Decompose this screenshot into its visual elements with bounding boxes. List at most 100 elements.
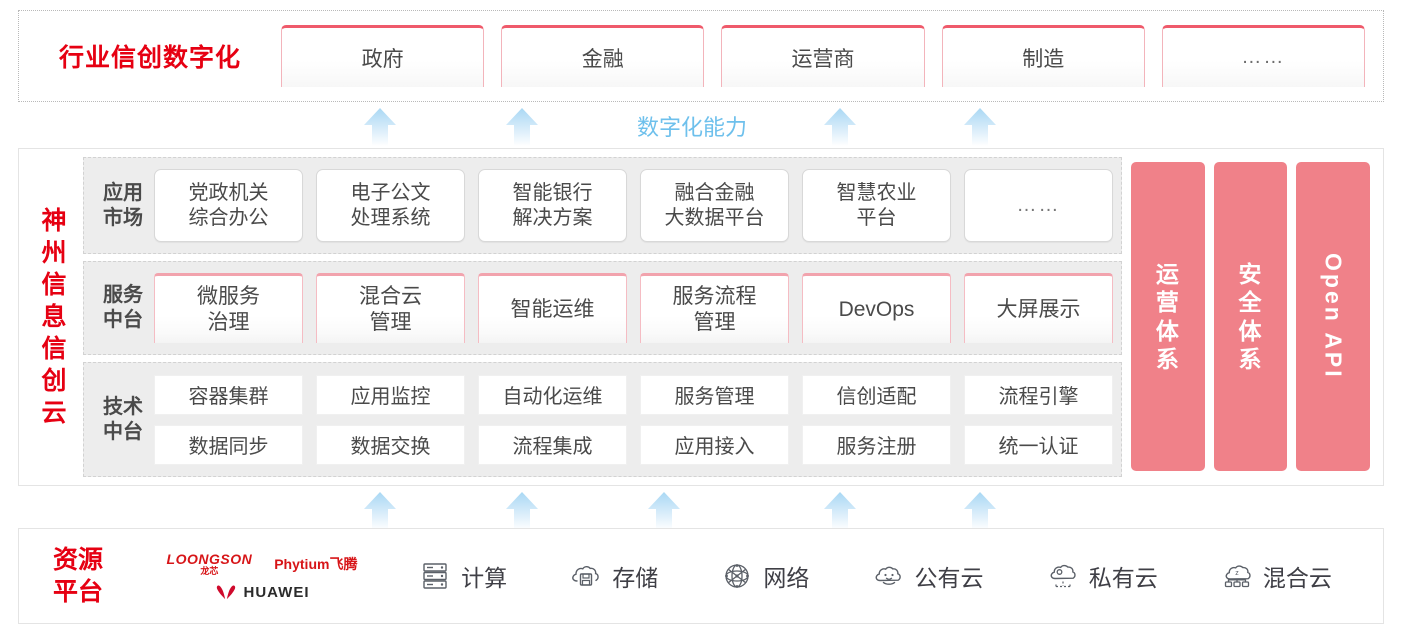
- pillar-label: Open API: [1320, 253, 1347, 380]
- card-line: 平台: [856, 206, 897, 229]
- app-card-finance-bigdata-platform[interactable]: 融合金融大数据平台: [640, 169, 789, 242]
- layer-service-platform: 服务 中台 微服务治理 混合云管理 智能运维: [83, 261, 1122, 355]
- pillar-char: 体: [1238, 317, 1263, 344]
- tech-card-data-exchange[interactable]: 数据交换: [316, 424, 465, 465]
- resource-arrow-strip: [0, 488, 1402, 530]
- card-line: 党政机关: [188, 181, 269, 204]
- service-card-intelligent-ops[interactable]: 智能运维: [478, 273, 627, 343]
- up-arrow-icon-b0: [364, 492, 396, 530]
- resource-item-label: 私有云: [1088, 565, 1158, 591]
- application-market-items: 党政机关综合办公 电子公文处理系统 智能银行解决方案 融合金融大数据平台 智慧农: [154, 169, 1113, 242]
- app-card-party-government-office[interactable]: 党政机关综合办公: [154, 169, 303, 242]
- industry-box-carrier[interactable]: 运营商: [721, 25, 925, 87]
- capability-up-arrow-1: [358, 108, 402, 146]
- app-card-more[interactable]: ……: [964, 169, 1113, 242]
- layer-label-service-platform: 服务 中台: [92, 283, 154, 333]
- industry-box-manufacturing[interactable]: 制造: [941, 25, 1145, 87]
- tech-card-service-registry[interactable]: 服务注册: [802, 424, 951, 465]
- card-line: 解决方案: [512, 206, 593, 229]
- network-mesh-icon: [725, 564, 750, 588]
- vendor-row-bottom: HUAWEI: [215, 584, 310, 601]
- app-card-smart-agriculture-platform[interactable]: 智慧农业平台: [802, 169, 951, 242]
- card-line: 智能银行: [512, 181, 593, 204]
- pillar-char: 系: [1238, 345, 1263, 372]
- tech-card-service-management[interactable]: 服务管理: [640, 374, 789, 415]
- cloud-platform-body: 应用 市场 党政机关综合办公 电子公文处理系统 智能银行解决方案: [83, 157, 1373, 477]
- service-card-hybrid-cloud-management[interactable]: 混合云管理: [316, 273, 465, 343]
- layer-label-line: 服务: [103, 284, 143, 306]
- tech-card-process-engine[interactable]: 流程引擎: [964, 374, 1113, 415]
- app-card-e-document-system[interactable]: 电子公文处理系统: [316, 169, 465, 242]
- layer-label-technology-platform: 技术 中台: [92, 395, 154, 445]
- industry-box-label: 金融: [581, 47, 624, 71]
- pillar-open-api[interactable]: Open API: [1296, 162, 1371, 471]
- industry-box-finance[interactable]: 金融: [501, 25, 705, 87]
- huawei-flower-icon: [216, 585, 235, 600]
- app-card-smart-bank-solution[interactable]: 智能银行解决方案: [478, 169, 627, 242]
- cloud-platform-panel: 神 州 信 息 信 创 云 应用 市场 党政机关综合办公: [18, 148, 1384, 486]
- cloud-side-pillars: 运 营 体 系 安 全 体 系 Open API: [1131, 157, 1373, 477]
- huawei-logo-text: HUAWEI: [243, 583, 310, 601]
- capability-up-arrow-4: [958, 108, 1002, 146]
- tech-card-application-access[interactable]: 应用接入: [640, 424, 789, 465]
- technology-row-1: 容器集群 应用监控 自动化运维 服务管理 信创适配 流程引擎: [154, 374, 1113, 415]
- resource-item-network[interactable]: 网络: [720, 559, 809, 593]
- card-line: 融合金融: [674, 181, 755, 204]
- card-line: 管理: [693, 310, 736, 334]
- loongson-logo: LOONGSON 龙芯: [167, 552, 253, 576]
- pillar-char: 系: [1155, 345, 1180, 372]
- pillar-char: 体: [1155, 317, 1180, 344]
- svg-text:z: z: [1235, 570, 1239, 577]
- service-card-microservice-governance[interactable]: 微服务治理: [154, 273, 303, 343]
- capability-label: 数字化能力: [637, 115, 748, 140]
- vendor-logo-group: LOONGSON 龙芯 Phytium飞腾 HUAWEI: [137, 552, 387, 601]
- private-cloud-icon: [1050, 564, 1076, 588]
- tech-card-container-cluster[interactable]: 容器集群: [154, 374, 303, 415]
- tech-card-data-sync[interactable]: 数据同步: [154, 424, 303, 465]
- layer-label-application-market: 应用 市场: [92, 181, 154, 231]
- resource-title-line: 平台: [52, 578, 103, 606]
- resource-up-arrow-1: [358, 492, 402, 530]
- pillar-security-system[interactable]: 安 全 体 系: [1213, 162, 1288, 471]
- tech-card-xinchuang-adaptation[interactable]: 信创适配: [802, 374, 951, 415]
- service-card-devops[interactable]: DevOps: [802, 273, 951, 343]
- pillar-char: 安: [1238, 261, 1263, 288]
- resource-item-storage[interactable]: 存储: [569, 559, 658, 593]
- tech-card-application-monitoring[interactable]: 应用监控: [316, 374, 465, 415]
- industry-box-government[interactable]: 政府: [281, 25, 485, 87]
- resource-item-label: 公有云: [914, 565, 984, 591]
- resource-item-hybrid-cloud[interactable]: z 混合云: [1220, 559, 1332, 593]
- layer-label-line: 中台: [103, 420, 143, 443]
- resource-up-arrow-5: [958, 492, 1002, 530]
- industry-box-more[interactable]: ……: [1161, 25, 1366, 87]
- card-line: ……: [1016, 194, 1061, 216]
- tech-card-automated-ops[interactable]: 自动化运维: [478, 374, 627, 415]
- resource-item-private-cloud[interactable]: 私有云: [1046, 559, 1158, 593]
- up-arrow-icon-b1: [506, 492, 538, 530]
- capability-up-arrow-2: [500, 108, 544, 146]
- up-arrow-icon-t2: [824, 108, 856, 146]
- title-char: 息: [41, 303, 67, 331]
- industry-band: 行业信创数字化 政府 金融 运营商 制造 ……: [18, 10, 1384, 102]
- resource-item-label: 存储: [612, 565, 659, 591]
- pillar-char: 全: [1238, 289, 1263, 316]
- service-card-service-process-management[interactable]: 服务流程管理: [640, 273, 789, 343]
- resource-item-public-cloud[interactable]: 公有云: [872, 559, 984, 593]
- capability-arrow-strip: 数字化能力: [0, 104, 1402, 146]
- hybrid-cloud-icon: z: [1224, 565, 1251, 588]
- phytium-logo: Phytium飞腾: [274, 555, 358, 572]
- cloud-platform-title: 神 州 信 息 信 创 云: [25, 157, 83, 477]
- loongson-logo-text: LOONGSON: [166, 550, 253, 567]
- resource-item-compute[interactable]: 计算: [418, 559, 507, 593]
- industry-box-label: 制造: [1022, 47, 1065, 71]
- service-card-large-screen-display[interactable]: 大屏展示: [964, 273, 1113, 343]
- industry-band-title: 行业信创数字化: [58, 44, 241, 72]
- card-line: 治理: [207, 310, 250, 334]
- tech-card-unified-authentication[interactable]: 统一认证: [964, 424, 1113, 465]
- server-rack-icon: [423, 563, 447, 589]
- pillar-operations-system[interactable]: 运 营 体 系: [1131, 162, 1205, 471]
- tech-card-process-integration[interactable]: 流程集成: [478, 424, 627, 465]
- card-line: 微服务: [197, 284, 260, 308]
- card-line: 混合云: [359, 284, 422, 308]
